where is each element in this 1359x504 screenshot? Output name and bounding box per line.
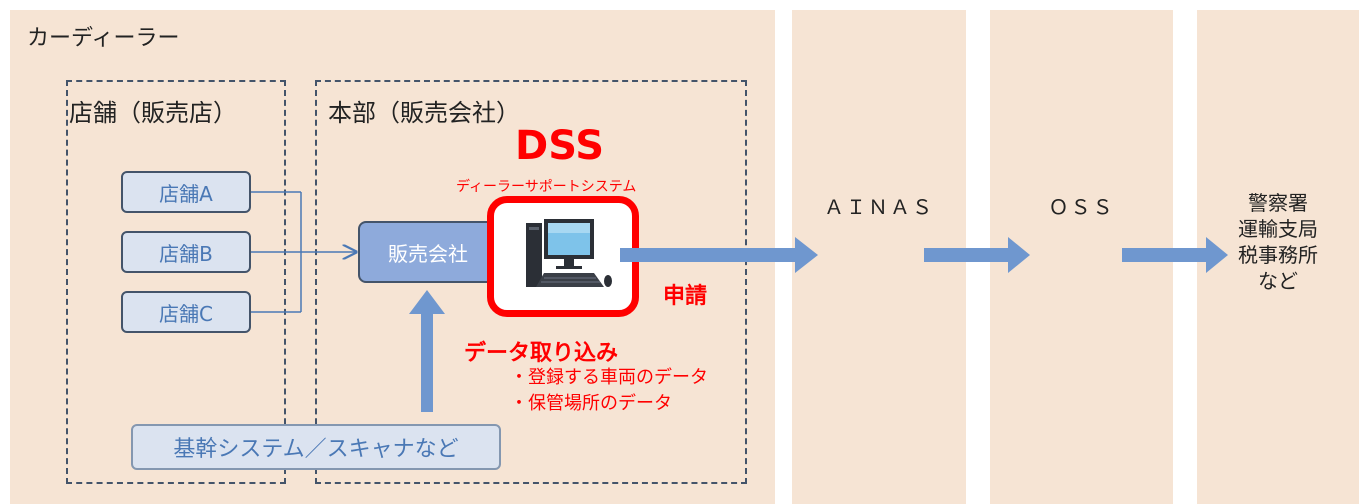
import-label: データ取り込み bbox=[464, 341, 619, 366]
store-group bbox=[66, 80, 286, 484]
hq-group bbox=[315, 80, 747, 484]
ainas-label: ＡＩＮＡＳ bbox=[824, 195, 934, 219]
store-group-label: 店舗（販売店） bbox=[69, 99, 237, 127]
dss-title: DSS bbox=[515, 123, 605, 169]
store-connectors bbox=[251, 191, 356, 313]
core-system-node: 基幹システム／スキャナなど bbox=[131, 424, 501, 470]
store-a-node: 店舗A bbox=[121, 171, 251, 213]
destination-etc: など bbox=[1258, 269, 1298, 293]
oss-to-destinations-arrow bbox=[1122, 237, 1228, 273]
destination-tax-office: 税事務所 bbox=[1238, 243, 1318, 267]
ainas-to-oss-arrow bbox=[924, 237, 1030, 273]
oss-label: ＯＳＳ bbox=[1048, 195, 1115, 219]
desktop-computer-icon bbox=[526, 219, 612, 287]
import-item-storage: ・保管場所のデータ bbox=[510, 393, 672, 414]
import-arrow bbox=[409, 290, 445, 412]
import-item-vehicle: ・登録する車両のデータ bbox=[510, 367, 708, 388]
hq-group-label: 本部（販売会社） bbox=[328, 99, 520, 127]
store-c-node: 店舗C bbox=[121, 291, 251, 333]
store-b-node: 店舗B bbox=[121, 231, 251, 273]
sales-company-node: 販売会社 bbox=[358, 221, 498, 283]
destination-transport-bureau: 運輸支局 bbox=[1238, 217, 1318, 241]
dss-subtitle: ディーラーサポートシステム bbox=[456, 179, 637, 195]
destination-list: 警察署 運輸支局 税事務所 など bbox=[1197, 190, 1359, 294]
apply-label: 申請 bbox=[663, 284, 708, 309]
destination-police: 警察署 bbox=[1248, 191, 1308, 215]
apply-arrow bbox=[620, 237, 818, 273]
flow-arrows bbox=[409, 237, 1228, 412]
dealer-label: カーディーラー bbox=[27, 26, 180, 51]
